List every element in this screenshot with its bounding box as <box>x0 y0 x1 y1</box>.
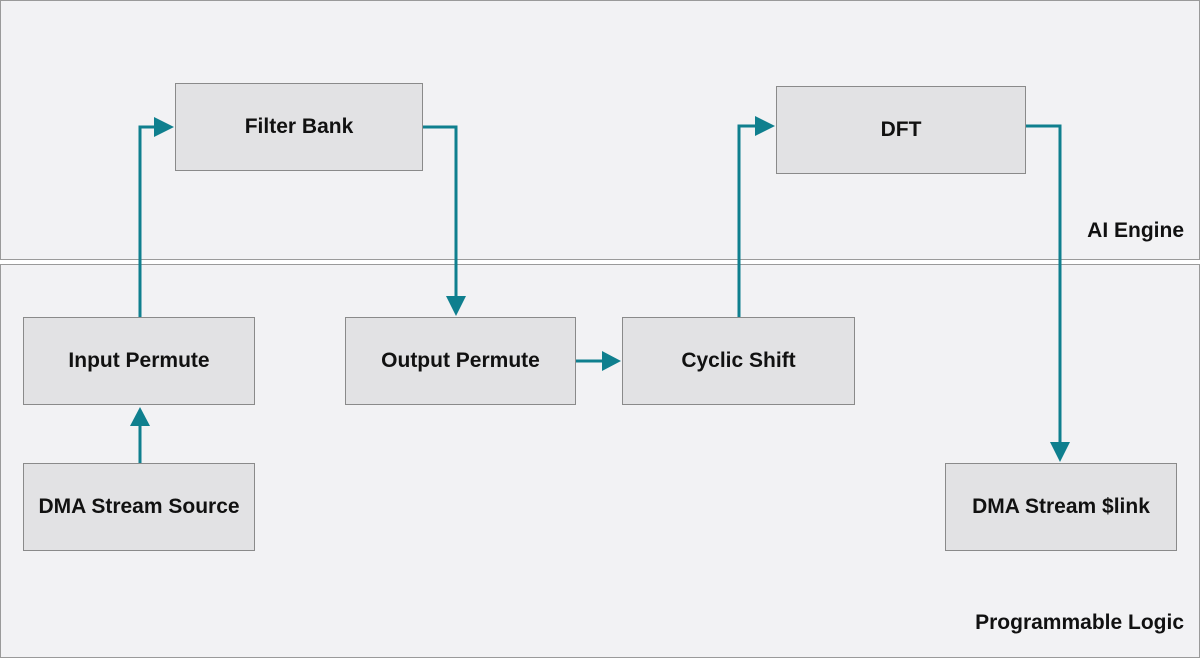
arrowhead-input-permute <box>130 407 150 426</box>
dma-stream-sink-block[interactable]: DMA Stream $link <box>945 463 1177 551</box>
output-permute-block[interactable]: Output Permute <box>345 317 576 405</box>
arrowhead-dft <box>755 116 775 136</box>
arrow-dft-to-dma-sink <box>1026 124 1062 444</box>
dma-stream-source-block[interactable]: DMA Stream Source <box>23 463 255 551</box>
arrowhead-output-permute <box>446 296 466 316</box>
arrow-cyclic-shift-to-dft <box>737 124 757 317</box>
ai-engine-label: AI Engine <box>1087 219 1184 242</box>
filter-bank-block[interactable]: Filter Bank <box>175 83 423 171</box>
cyclic-shift-block[interactable]: Cyclic Shift <box>622 317 855 405</box>
dft-block[interactable]: DFT <box>776 86 1026 174</box>
arrowhead-dma-sink <box>1050 442 1070 462</box>
arrowhead-cyclic-shift <box>602 351 621 371</box>
arrow-input-permute-to-filter-bank <box>138 125 156 317</box>
arrowhead-filter-bank <box>154 117 174 137</box>
input-permute-block[interactable]: Input Permute <box>23 317 255 405</box>
programmable-logic-label: Programmable Logic <box>975 611 1184 634</box>
arrow-filter-bank-to-output-permute <box>423 125 458 298</box>
